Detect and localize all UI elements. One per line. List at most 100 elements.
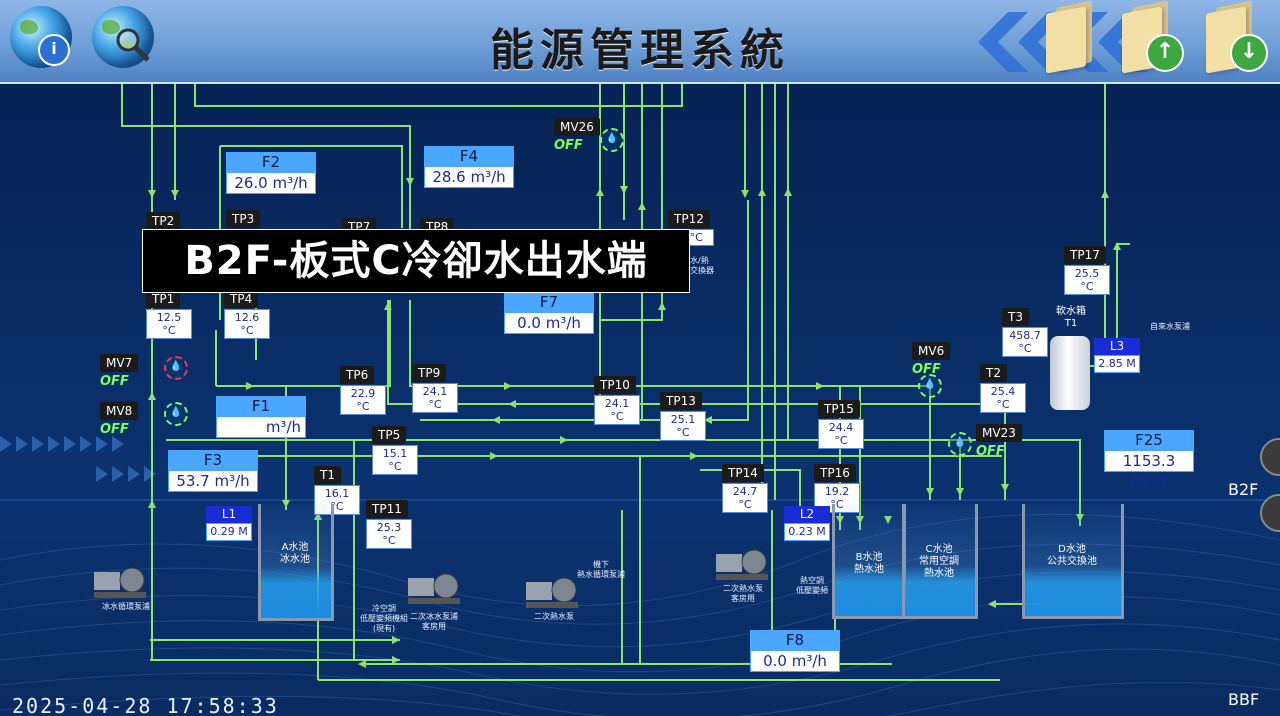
temp-value: 12.6 °C bbox=[224, 309, 270, 339]
valve-name: MV8 bbox=[100, 402, 139, 420]
temp-name: TP14 bbox=[722, 464, 764, 482]
temp-point-T3[interactable]: T3 458.7 °C bbox=[1002, 306, 1048, 357]
hot-hx-note: 熱空調低壓變頻 bbox=[796, 576, 828, 595]
temp-name: TP2 bbox=[146, 212, 181, 230]
flow-name: F25 bbox=[1104, 430, 1194, 450]
valve-MV26[interactable]: MV26 OFF bbox=[554, 116, 600, 153]
level-value: 0.29 M bbox=[206, 523, 252, 541]
flow-name: F3 bbox=[168, 450, 258, 470]
flow-name: F2 bbox=[226, 152, 316, 172]
temp-name: TP13 bbox=[660, 392, 702, 410]
level-value: 2.85 M bbox=[1094, 355, 1140, 373]
folder-up-icon[interactable]: ↑ bbox=[1122, 0, 1184, 74]
flow-meter-F7[interactable]: F7 0.0 m³/h bbox=[504, 292, 594, 334]
valve-icon[interactable]: 💧 bbox=[948, 432, 972, 456]
selected-point-banner: B2F-板式C冷卻水出水端 bbox=[142, 229, 690, 293]
temp-name: TP11 bbox=[366, 500, 408, 518]
tank-B-label: B水池熱水池 bbox=[854, 552, 884, 575]
basement-hot-pump-note: 機下熱水循環泵浦 bbox=[577, 560, 625, 579]
temp-point-TP4[interactable]: TP4 12.6 °C bbox=[224, 288, 270, 339]
flow-meter-F25[interactable]: F25 1153.3 m³/h bbox=[1104, 430, 1194, 490]
valve-icon[interactable]: 💧 bbox=[600, 128, 624, 152]
level-value: 0.23 M bbox=[784, 523, 830, 541]
temp-name: TP3 bbox=[226, 210, 261, 228]
temp-point-TP17[interactable]: TP17 25.5 °C bbox=[1064, 244, 1110, 295]
folder-down-icon[interactable]: ↓ bbox=[1206, 0, 1268, 74]
level-meter-L1[interactable]: L1 0.29 M bbox=[206, 506, 252, 541]
sec-hot-pump2-note: 二次熱水泵客房用 bbox=[723, 584, 763, 603]
valve-name: MV26 bbox=[554, 118, 600, 136]
temp-point-TP14[interactable]: TP14 24.7 °C bbox=[722, 462, 768, 513]
temp-value: 24.1 °C bbox=[412, 383, 458, 413]
temp-point-TP5[interactable]: TP5 15.1 °C bbox=[372, 424, 418, 475]
info-icon: i bbox=[38, 34, 70, 66]
valve-name: MV23 bbox=[976, 424, 1022, 442]
temp-point-TP11[interactable]: TP11 25.3 °C bbox=[366, 498, 412, 549]
flow-meter-F8[interactable]: F8 0.0 m³/h bbox=[750, 630, 840, 672]
flow-value: 0.0 m³/h bbox=[750, 650, 840, 672]
flow-meter-F2[interactable]: F2 26.0 m³/h bbox=[226, 152, 316, 194]
valve-state: OFF bbox=[976, 444, 1005, 459]
flow-name: F1 bbox=[216, 396, 306, 416]
valve-MV23[interactable]: MV23 OFF bbox=[976, 422, 1022, 459]
flow-meter-F1[interactable]: F1 m³/h bbox=[216, 396, 306, 438]
valve-state: OFF bbox=[100, 422, 129, 437]
temp-value: 22.9 °C bbox=[340, 385, 386, 415]
valve-MV6[interactable]: MV6 OFF bbox=[912, 340, 951, 377]
valve-name: MV7 bbox=[100, 354, 139, 372]
temp-point-TP15[interactable]: TP15 24.4 °C bbox=[818, 398, 864, 449]
globe-search-icon[interactable] bbox=[92, 6, 154, 68]
temp-name: TP1 bbox=[146, 290, 181, 308]
flow-meter-F3[interactable]: F3 53.7 m³/h bbox=[168, 450, 258, 492]
level-meter-L3[interactable]: L3 2.85 M bbox=[1094, 338, 1140, 373]
flow-value: 28.6 m³/h bbox=[424, 166, 514, 188]
pump-icon bbox=[94, 567, 146, 598]
temp-value: 24.7 °C bbox=[722, 483, 768, 513]
tp12-note: 熱水/熱熱交換器 bbox=[682, 256, 714, 275]
flow-name: F4 bbox=[424, 146, 514, 166]
temp-value: 25.3 °C bbox=[366, 519, 412, 549]
pump-icon bbox=[408, 573, 460, 604]
tap-pump-note: 自來水泵浦 bbox=[1150, 322, 1190, 331]
flow-value: m³/h bbox=[216, 416, 306, 438]
valve-name: MV6 bbox=[912, 342, 951, 360]
temp-point-TP10[interactable]: TP10 24.1 °C bbox=[594, 374, 640, 425]
page-title: 能源管理系統 bbox=[490, 25, 790, 76]
tank-D bbox=[1022, 504, 1124, 619]
temp-name: TP17 bbox=[1064, 246, 1106, 264]
folder-icon[interactable] bbox=[1046, 0, 1098, 74]
level-meter-L2[interactable]: L2 0.23 M bbox=[784, 506, 830, 541]
valve-icon[interactable]: 💧 bbox=[164, 402, 188, 426]
level-name: L3 bbox=[1094, 338, 1140, 355]
temp-point-TP9[interactable]: TP9 24.1 °C bbox=[412, 362, 458, 413]
temp-name: TP15 bbox=[818, 400, 860, 418]
ice-pump-note: 冰水循環泵浦 bbox=[102, 602, 150, 611]
temp-point-TP1[interactable]: TP1 12.5 °C bbox=[146, 288, 192, 339]
pump-icon bbox=[716, 549, 768, 580]
arrow-up-icon: ↑ bbox=[1146, 34, 1184, 72]
valve-icon[interactable]: 💧 bbox=[164, 356, 188, 380]
flow-meter-F4[interactable]: F4 28.6 m³/h bbox=[424, 146, 514, 188]
flow-name: F8 bbox=[750, 630, 840, 650]
temp-value: 25.4 °C bbox=[980, 383, 1026, 413]
temp-value: 15.1 °C bbox=[372, 445, 418, 475]
temp-name: TP4 bbox=[224, 290, 259, 308]
temp-point-TP13[interactable]: TP13 25.1 °C bbox=[660, 390, 706, 441]
valve-icon[interactable]: 💧 bbox=[918, 374, 942, 398]
temp-point-TP2[interactable]: TP2 bbox=[146, 210, 181, 230]
temp-point-TP3[interactable]: TP3 bbox=[226, 208, 261, 228]
globe-info-icon[interactable]: i bbox=[10, 6, 72, 68]
level-name: L2 bbox=[784, 506, 830, 523]
temp-point-T2[interactable]: T2 25.4 °C bbox=[980, 362, 1026, 413]
flow-value: 1153.3 m³/h bbox=[1104, 450, 1194, 490]
level-name: L1 bbox=[206, 506, 252, 523]
pump-icon bbox=[526, 577, 578, 608]
temp-point-TP6[interactable]: TP6 22.9 °C bbox=[340, 364, 386, 415]
tank-C-label: C水池常用空調熱水池 bbox=[919, 544, 959, 579]
tank-A-label: A水池冰水池 bbox=[280, 542, 310, 565]
tank-D-label: D水池公共交換池 bbox=[1047, 544, 1097, 567]
valve-MV8[interactable]: MV8 OFF bbox=[100, 400, 139, 437]
valve-MV7[interactable]: MV7 OFF bbox=[100, 352, 139, 389]
